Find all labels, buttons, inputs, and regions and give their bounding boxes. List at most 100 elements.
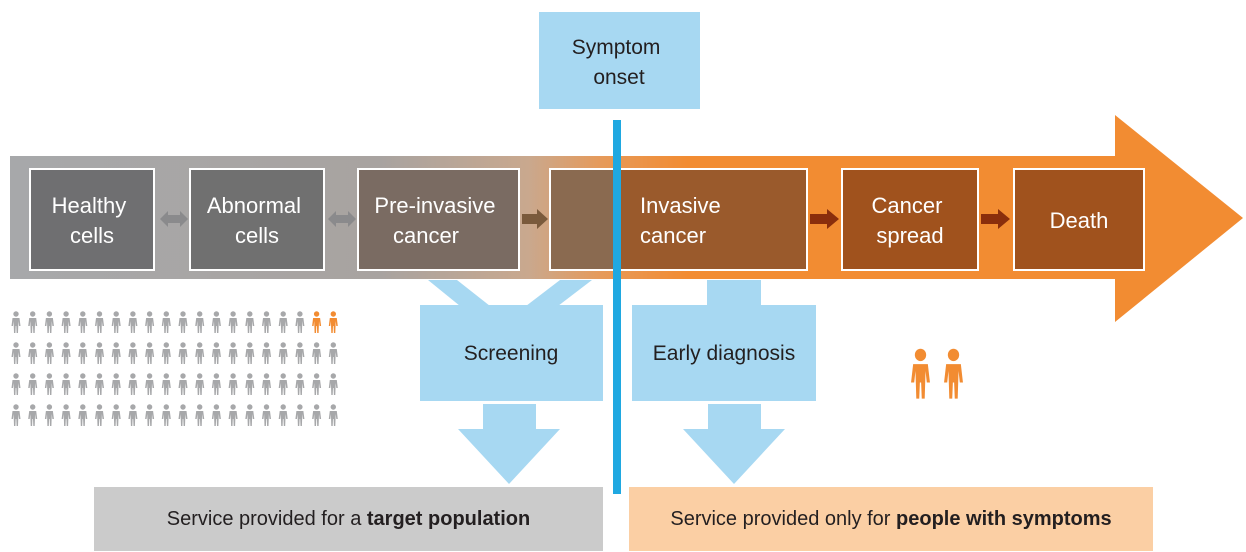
person-icon-grey (95, 311, 104, 333)
person-icon-grey (161, 311, 171, 333)
person-icon-grey (195, 342, 205, 364)
right-arrow-icon (981, 209, 1010, 229)
target-population-prefix: Service provided for a (166, 507, 367, 530)
person-icon-grey (95, 342, 104, 364)
person-icon-grey (278, 342, 288, 364)
person-icon-grey (178, 404, 188, 426)
person-icon-grey (128, 342, 138, 364)
person-icon-grey (28, 404, 38, 426)
person-icon-grey (195, 373, 205, 395)
person-icon-grey (312, 342, 322, 364)
symptom-onset-box (539, 12, 700, 109)
person-icon-grey (295, 342, 305, 364)
population-people-grid (11, 311, 338, 426)
person-icon-grey (78, 311, 88, 333)
person-icon-grey (278, 404, 288, 426)
target-population-bold: target population (366, 507, 531, 530)
person-icon-grey (245, 311, 255, 333)
people-with-symptoms-banner: Service provided only for people with sy… (629, 487, 1153, 551)
screening-box (420, 305, 603, 401)
right-arrow-icon (810, 209, 839, 229)
person-icon-grey (228, 311, 238, 333)
early-diagnosis-box (632, 305, 816, 401)
person-icon-grey (128, 373, 138, 395)
person-icon-grey (44, 404, 54, 426)
person-icon-grey (161, 404, 171, 426)
person-icon-grey (95, 404, 104, 426)
person-icon-grey (78, 342, 88, 364)
stage-label-cancer-spread: Cancer spread (871, 193, 948, 248)
stage-label-healthy-cells: Healthy cells (52, 193, 133, 248)
double-arrow-icon (328, 211, 356, 227)
screening-label: Screening (464, 342, 559, 365)
person-icon-grey (61, 404, 71, 426)
early-diagnosis-label: Early diagnosis (653, 342, 795, 365)
person-icon-grey (295, 311, 305, 333)
person-icon-grey (111, 404, 121, 426)
person-icon-grey (44, 373, 54, 395)
person-icon-grey (328, 373, 338, 395)
person-icon-grey (145, 404, 155, 426)
person-icon-grey (11, 373, 21, 395)
person-icon-grey (211, 311, 221, 333)
person-icon-grey (61, 311, 71, 333)
person-icon-grey (44, 342, 54, 364)
person-icon-grey (328, 342, 338, 364)
person-icon-grey (178, 373, 188, 395)
stage-label-invasive-cancer: Invasive cancer (640, 193, 727, 248)
person-icon-grey (44, 311, 54, 333)
person-icon-grey (195, 404, 205, 426)
right-arrow-icon (522, 209, 548, 229)
person-icon-orange (312, 311, 322, 333)
person-icon-grey (262, 404, 271, 426)
person-icon-grey (245, 373, 255, 395)
stage-box-cancer-spread (841, 168, 979, 271)
person-icon-grey (178, 342, 188, 364)
stage-label-abnormal-cells: Abnormal cells (207, 193, 307, 248)
person-icon-grey (295, 404, 305, 426)
person-icon-grey (61, 342, 71, 364)
person-icon-grey (195, 311, 205, 333)
person-icon-grey (11, 404, 21, 426)
stage-label-pre-invasive-cancer: Pre-invasive cancer (374, 193, 501, 248)
person-icon-grey (11, 342, 21, 364)
person-icon-grey (312, 373, 322, 395)
person-icon-grey (161, 342, 171, 364)
person-icon-grey (161, 373, 171, 395)
person-icon-grey (228, 373, 238, 395)
person-icon-grey (178, 311, 188, 333)
person-icon-grey (128, 404, 138, 426)
person-icon-grey (312, 404, 322, 426)
person-icon-grey (145, 311, 155, 333)
screening-down-arrow (458, 404, 560, 484)
person-icon-grey (278, 311, 288, 333)
person-icon-grey (262, 342, 271, 364)
double-arrow-icon (160, 211, 188, 227)
early-diagnosis-down-arrow (683, 404, 785, 484)
person-icon-grey (245, 342, 255, 364)
stage-label-death: Death (1050, 208, 1109, 233)
person-icon-grey (211, 404, 221, 426)
target-population-banner: Service provided for a target population (94, 487, 603, 551)
person-icon-grey (111, 311, 121, 333)
person-icon-grey (211, 373, 221, 395)
person-icon-grey (78, 373, 88, 395)
stage-box-death (1013, 168, 1145, 271)
symptom-onset-label: Symptom onset (572, 36, 667, 89)
person-icon-grey (262, 373, 271, 395)
people-with-symptoms-prefix: Service provided only for (670, 507, 897, 530)
person-icon-grey (61, 373, 71, 395)
person-icon-grey (111, 342, 121, 364)
person-icon-grey (211, 342, 221, 364)
symptom-onset-line (613, 120, 621, 494)
person-icon-grey (228, 404, 238, 426)
person-icon-grey (95, 373, 104, 395)
person-icon-grey (228, 342, 238, 364)
person-icon-orange (328, 311, 338, 333)
person-icon-grey (128, 311, 138, 333)
person-icon-grey (262, 311, 271, 333)
person-icon-grey (295, 373, 305, 395)
person-icon-grey (28, 342, 38, 364)
people-with-symptoms-bold: people with symptoms (896, 507, 1112, 530)
